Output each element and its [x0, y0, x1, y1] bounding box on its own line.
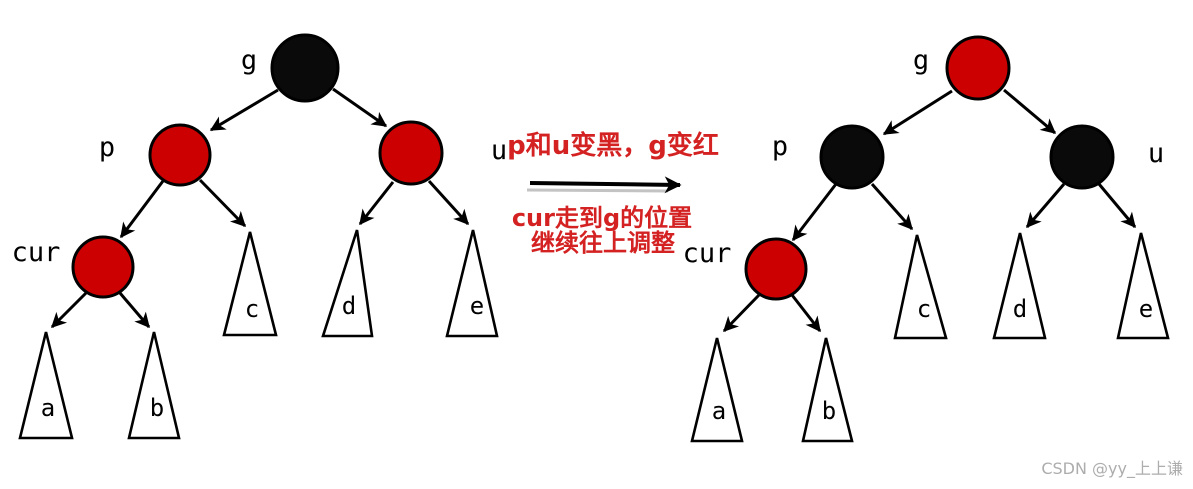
left-label-cur: cur — [12, 237, 61, 268]
transition-arrow — [529, 176, 682, 194]
left-edge-g-u — [332, 87, 388, 128]
left-subtree-e — [445, 229, 499, 338]
right-edge-u-d — [1025, 183, 1066, 229]
right-edge-p-cur — [791, 183, 838, 242]
left-label-u: u — [491, 135, 507, 166]
right-subtree-b — [801, 337, 854, 443]
right-subtree-a — [690, 337, 744, 443]
right-subtree-c — [893, 234, 948, 340]
annotation-line1: p和u变黑，g变红 — [507, 130, 719, 161]
right-label-g: g — [913, 45, 929, 76]
right-edge-g-p — [882, 89, 953, 136]
right-edge-cur-a — [722, 293, 761, 333]
left-tree: g p u cur a b c d e — [12, 33, 507, 440]
right-edge-g-u — [1003, 88, 1057, 135]
left-edge-cur-b — [118, 292, 151, 329]
transition-arrow-shadow — [526, 188, 669, 193]
left-edge-g-p — [209, 88, 279, 132]
right-edge-p-c — [870, 183, 914, 231]
right-node-p — [819, 124, 885, 190]
left-subtree-c — [222, 231, 278, 337]
right-label-u: u — [1148, 138, 1164, 169]
left-subtree-label-d: d — [342, 292, 356, 320]
right-node-cur — [744, 237, 808, 301]
transition-annotation: p和u变黑，g变红 cur走到g的位置 继续往上调整 — [507, 130, 719, 257]
left-node-u — [378, 120, 444, 186]
right-subtree-label-d: d — [1013, 295, 1027, 323]
right-tree: g p u cur a b c d e — [683, 35, 1170, 443]
left-edge-u-d — [358, 181, 395, 226]
left-node-cur — [71, 235, 135, 299]
left-node-p — [148, 123, 212, 187]
left-subtree-a — [18, 331, 74, 440]
annotation-line2: cur走到g的位置 — [512, 204, 692, 232]
left-subtree-label-b: b — [150, 394, 164, 422]
right-node-u — [1049, 124, 1115, 190]
right-node-g — [945, 35, 1011, 101]
left-node-g — [270, 33, 340, 103]
right-edge-u-e — [1097, 183, 1137, 229]
right-subtree-label-b: b — [822, 397, 836, 425]
left-subtree-b — [127, 331, 181, 440]
right-subtree-d — [992, 232, 1047, 340]
left-edge-p-c — [198, 178, 247, 228]
left-subtree-label-c: c — [245, 295, 259, 323]
left-edge-p-cur — [119, 180, 165, 239]
left-edge-cur-a — [50, 291, 88, 329]
annotation-line3: 继续往上调整 — [531, 229, 675, 257]
left-edge-u-e — [427, 179, 470, 226]
right-subtree-label-c: c — [917, 295, 931, 323]
right-label-cur: cur — [683, 238, 732, 269]
right-subtree-label-e: e — [1139, 295, 1153, 323]
left-subtree-d — [321, 229, 374, 338]
left-subtree-label-e: e — [470, 292, 484, 320]
left-label-g: g — [241, 45, 257, 76]
left-label-p: p — [99, 132, 115, 163]
left-subtree-label-a: a — [41, 394, 55, 422]
right-subtree-label-a: a — [712, 397, 726, 425]
csdn-watermark: CSDN @yy_上上谦 — [1041, 459, 1183, 479]
right-subtree-e — [1116, 232, 1170, 340]
right-edge-cur-b — [790, 294, 822, 333]
right-label-p: p — [772, 131, 788, 162]
